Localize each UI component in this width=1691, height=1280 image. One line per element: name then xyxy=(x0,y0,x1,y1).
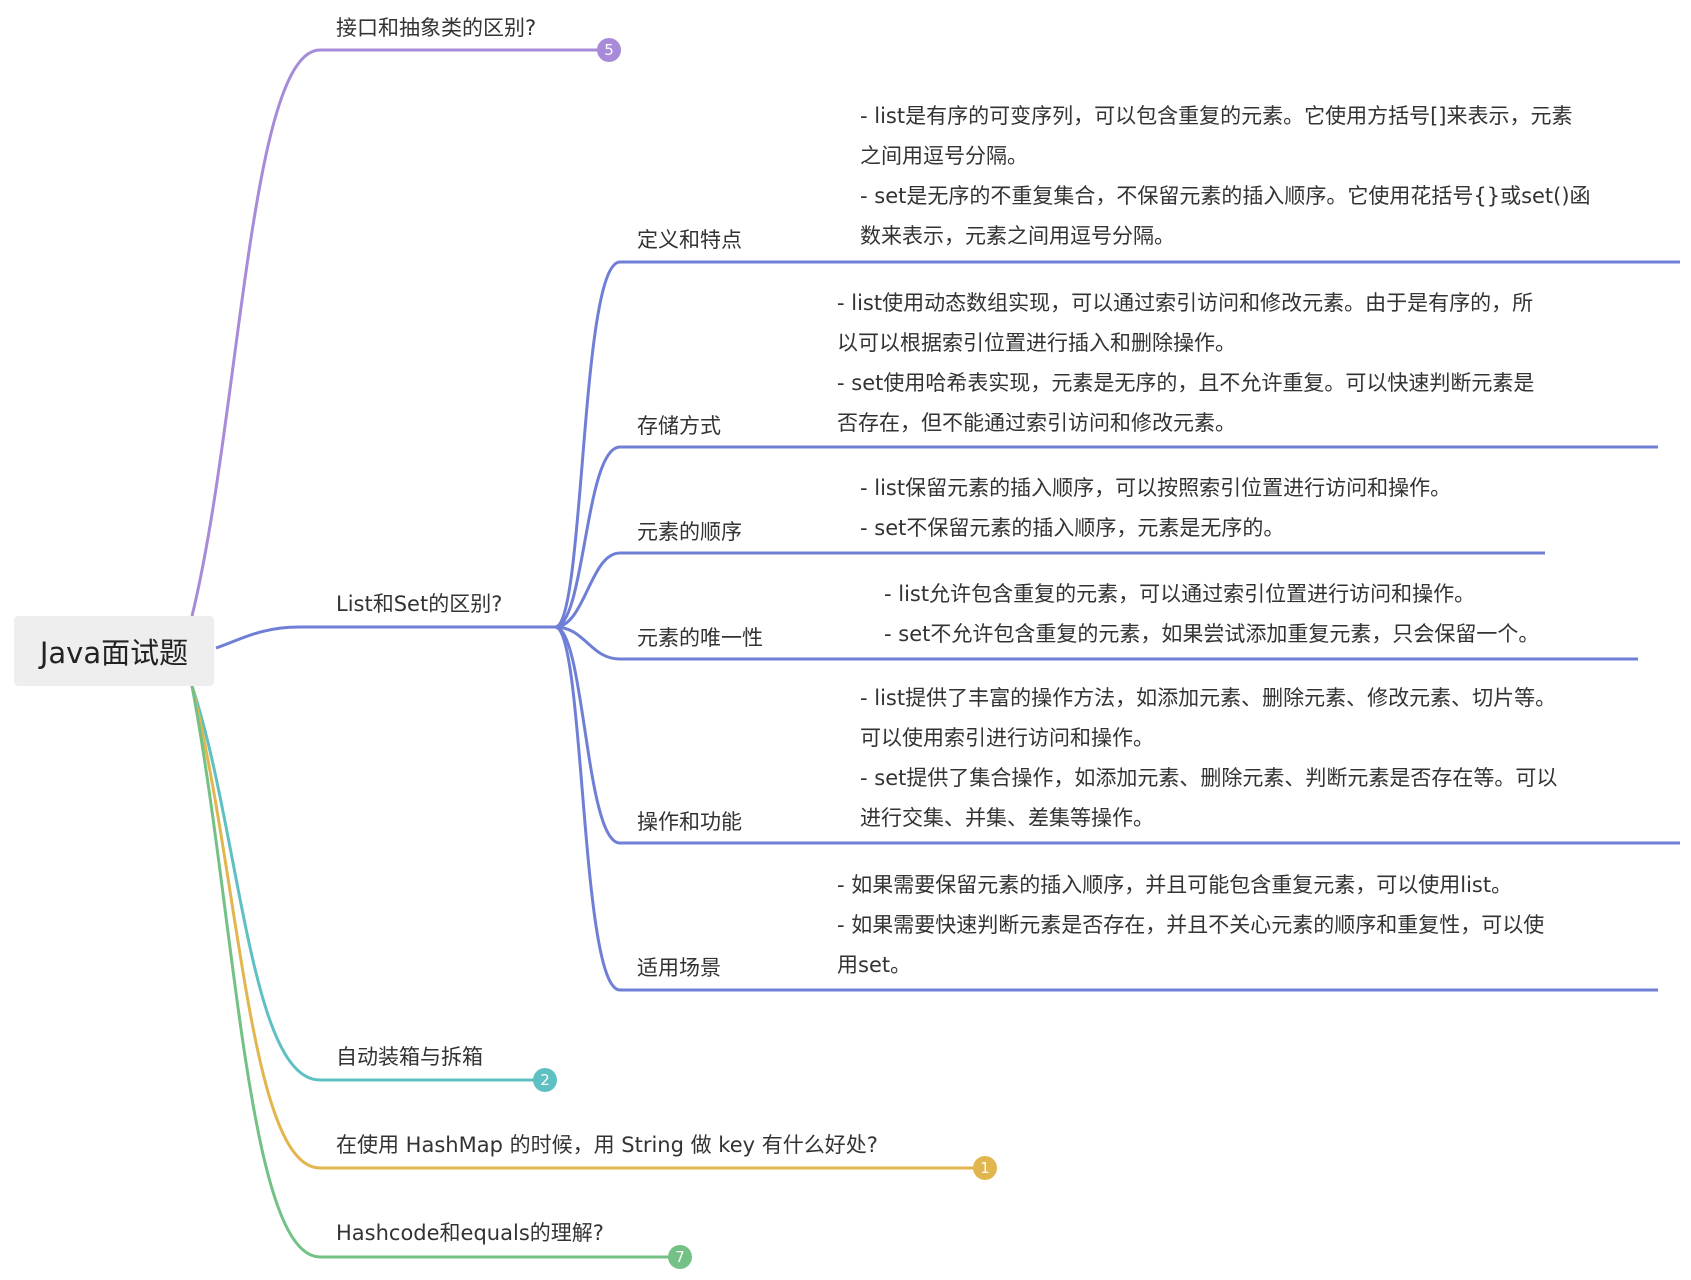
connector-line xyxy=(554,445,1658,629)
connector-line xyxy=(190,48,609,617)
topic-storage-notes: - list使用动态数组实现，可以通过索引访问和修改元素。由于是有序的，所 以可… xyxy=(837,291,1535,435)
root-label: Java面试题 xyxy=(39,636,189,670)
branch-label: 自动装箱与拆箱 xyxy=(336,1045,483,1069)
root-node[interactable]: Java面试题 xyxy=(14,616,214,686)
branch-autoboxing[interactable]: 自动装箱与拆箱 xyxy=(336,1041,483,1071)
branch-label: 在使用 HashMap 的时候，用 String 做 key 有什么好处? xyxy=(336,1133,878,1157)
topic-operations-notes: - list提供了丰富的操作方法，如添加元素、删除元素、修改元素、切片等。 可以… xyxy=(860,686,1558,830)
branch-label: Hashcode和equals的理解? xyxy=(336,1221,604,1245)
connector-line xyxy=(554,625,1638,661)
topic-order[interactable]: 元素的顺序 xyxy=(637,520,742,544)
topic-definition-notes: - list是有序的可变序列，可以包含重复的元素。它使用方括号[]来表示，元素 … xyxy=(860,104,1591,248)
connector-line xyxy=(215,625,555,650)
child-count-badge[interactable]: 2 xyxy=(533,1068,557,1092)
topic-uniqueness[interactable]: 元素的唯一性 xyxy=(637,626,763,650)
connector-line xyxy=(554,625,1680,845)
connector-line xyxy=(554,625,1658,992)
branch-list-vs-set[interactable]: List和Set的区别? xyxy=(336,588,502,618)
child-count-badge[interactable]: 7 xyxy=(668,1245,692,1269)
topic-storage[interactable]: 存储方式 xyxy=(637,414,721,438)
branch-interface-vs-abstract[interactable]: 接口和抽象类的区别? xyxy=(336,12,536,42)
topic-definition[interactable]: 定义和特点 xyxy=(637,228,742,252)
topic-uniqueness-notes: - list允许包含重复的元素，可以通过索引位置进行访问和操作。 - set不允… xyxy=(884,582,1540,646)
child-count-badge[interactable]: 5 xyxy=(597,38,621,62)
topic-use-cases-notes: - 如果需要保留元素的插入顺序，并且可能包含重复元素，可以使用list。 - 如… xyxy=(837,873,1545,977)
child-count-badge[interactable]: 1 xyxy=(973,1156,997,1180)
branch-hashmap-string-key[interactable]: 在使用 HashMap 的时候，用 String 做 key 有什么好处? xyxy=(336,1129,878,1159)
branch-label: 接口和抽象类的区别? xyxy=(336,16,537,40)
connector-line xyxy=(190,685,545,1082)
connector-line xyxy=(190,685,985,1170)
branch-hashcode-equals[interactable]: Hashcode和equals的理解? xyxy=(336,1217,604,1247)
topic-use-cases[interactable]: 适用场景 xyxy=(637,956,721,980)
branch-label: List和Set的区别? xyxy=(336,592,503,616)
connector-line xyxy=(554,260,1680,629)
connector-line xyxy=(190,685,680,1259)
topic-operations[interactable]: 操作和功能 xyxy=(637,810,742,834)
topic-order-notes: - list保留元素的插入顺序，可以按照索引位置进行访问和操作。 - set不保… xyxy=(860,476,1452,540)
connector-line xyxy=(554,551,1545,629)
